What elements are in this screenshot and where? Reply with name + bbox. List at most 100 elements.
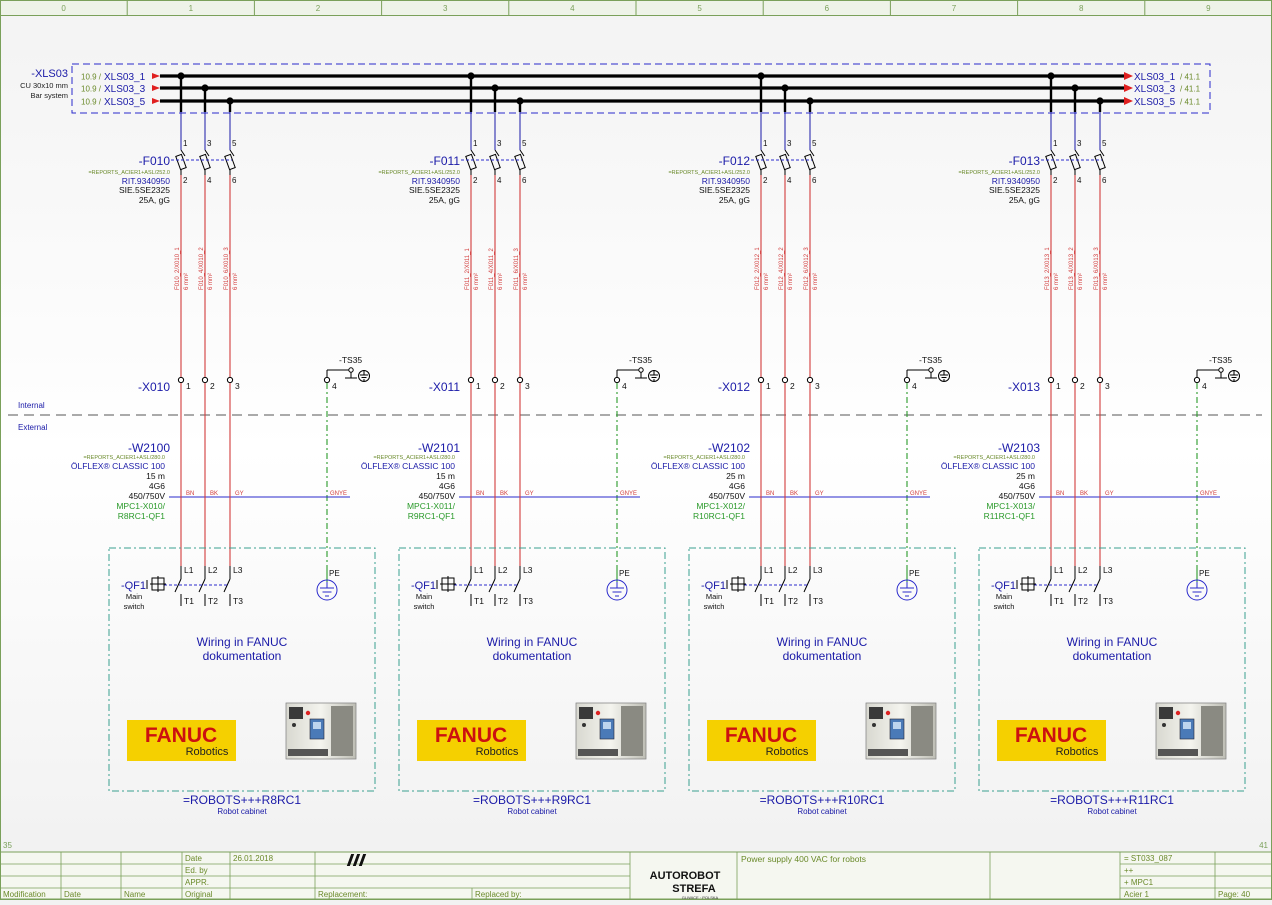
title-block-frame xyxy=(0,851,1272,900)
wire-label: F010_6/X010_3 xyxy=(224,247,230,290)
fuse-spec: RIT.9340950 xyxy=(122,176,170,186)
wiring-note: dokumentation xyxy=(783,649,862,663)
cable-spec: 4G6 xyxy=(439,481,455,491)
fanuc-logo-subtext: Robotics xyxy=(186,746,229,758)
company-logo-mark xyxy=(352,854,361,866)
cable-pe-core-label: GNYE xyxy=(620,491,637,497)
controller-screen xyxy=(1183,722,1191,729)
fanuc-logo-text: FANUC xyxy=(725,724,797,747)
terminal-icon xyxy=(201,376,209,384)
zone-internal-label: Internal xyxy=(18,401,45,410)
wire-label: F010_4/X010_2 xyxy=(199,247,205,290)
ruler-column-label: 5 xyxy=(697,4,702,13)
fuse-body xyxy=(489,153,501,171)
switch-terminal-in: L1 xyxy=(1054,565,1064,575)
fuse-name: -F012 xyxy=(719,154,751,168)
fuse-spec: RIT.9340950 xyxy=(702,176,750,186)
terminal-pin: 3 xyxy=(1105,381,1110,391)
fuse-contact xyxy=(784,149,790,157)
controller-side-panel xyxy=(621,706,643,756)
drawing-project: Acier 1 xyxy=(1124,890,1149,899)
fuse-contact xyxy=(519,149,525,157)
busbar-phase-left: XLS03_5 xyxy=(104,97,146,108)
fuse-pin-bottom: 2 xyxy=(183,176,188,185)
fuse-contact xyxy=(204,149,210,157)
terminal-name: -X011 xyxy=(429,380,460,394)
switch-terminal-in: L3 xyxy=(1103,565,1113,575)
cable-core-label: BN xyxy=(476,491,484,497)
ground-icon xyxy=(896,579,918,601)
wire-size-label: 6 mm² xyxy=(1103,273,1109,290)
terminal-pin: 3 xyxy=(235,381,240,391)
wire-size-label: 6 mm² xyxy=(764,273,770,290)
cable-core-label: BK xyxy=(790,491,798,497)
fuse-pin-bottom: 4 xyxy=(207,176,212,185)
fanuc-logo xyxy=(707,720,816,761)
fuse-pin-bottom: 6 xyxy=(522,176,527,185)
fuse-contact xyxy=(229,149,235,157)
cable-target: R10RC1-QF1 xyxy=(693,511,745,521)
title-date-label: Date xyxy=(185,854,202,863)
wiring-note: dokumentation xyxy=(203,649,282,663)
title-appr-label: APPR. xyxy=(185,878,209,887)
fuse-contact xyxy=(1050,149,1056,157)
cabinet-subtitle: Robot cabinet xyxy=(1087,807,1137,816)
drawing-page-number: Page: 40 xyxy=(1218,890,1251,899)
fuse-pin-bottom: 4 xyxy=(1077,176,1082,185)
controller-button xyxy=(1175,710,1181,716)
robot-cabinet-box xyxy=(978,547,1246,792)
fuse-pin-bottom: 6 xyxy=(1102,176,1107,185)
fanuc-logo-text: FANUC xyxy=(435,724,507,747)
fuse-spec: 25A, gG xyxy=(429,195,460,205)
switch-terminal-in: L3 xyxy=(813,565,823,575)
fuse-body xyxy=(199,153,211,171)
ruler-column-label: 6 xyxy=(825,4,830,13)
wire-label: F010_2/X010_1 xyxy=(175,247,181,290)
busbar-phase-left: XLS03_3 xyxy=(104,84,146,95)
wire-label: F012_2/X012_1 xyxy=(755,247,761,290)
fuse-body xyxy=(804,153,816,171)
switch-terminal-out: T2 xyxy=(498,596,508,606)
cable-spec: ÖLFLEX® CLASSIC 100 xyxy=(651,461,745,471)
busbar-phase-left: XLS03_1 xyxy=(104,72,146,83)
busbar-left-ref: 10.9 / xyxy=(81,85,102,94)
arrow-icon xyxy=(152,73,160,79)
cable-length: 25 m xyxy=(726,471,745,481)
robot-cabinet-box xyxy=(108,547,376,792)
wiring-note: dokumentation xyxy=(493,649,572,663)
power-channel: 123456-F013=REPORTS_ACIER1+ASL/252.0RIT.… xyxy=(941,72,1246,816)
terminal-icon xyxy=(781,376,789,384)
terminal-pin: 1 xyxy=(766,381,771,391)
cabinet-subtitle: Robot cabinet xyxy=(507,807,557,816)
fuse-name: -F011 xyxy=(430,154,461,168)
switch-description: switch xyxy=(414,602,435,611)
drawing-location: + MPC1 xyxy=(1124,878,1154,887)
controller-button xyxy=(582,723,586,727)
controller-button xyxy=(305,710,311,716)
switch-description: switch xyxy=(704,602,725,611)
switch-terminal-in: L1 xyxy=(184,565,194,575)
company-logo-text: AUTOROBOT xyxy=(650,870,721,882)
cable-pe-core-label: GNYE xyxy=(330,491,347,497)
switch-terminal-in: L2 xyxy=(788,565,798,575)
cabinet-subtitle: Robot cabinet xyxy=(797,807,847,816)
busbar-enclosure xyxy=(71,63,1211,114)
fuse-spec: RIT.9340950 xyxy=(992,176,1040,186)
cable-core-label: BK xyxy=(210,491,218,497)
busbar-phase-right: XLS03_3 xyxy=(1134,84,1176,95)
terminal-name: -X010 xyxy=(138,380,170,394)
power-channel: 123456-F010=REPORTS_ACIER1+ASL/252.0RIT.… xyxy=(71,72,376,816)
fanuc-logo-subtext: Robotics xyxy=(476,746,519,758)
drawing-plusplus: ++ xyxy=(1124,866,1134,875)
fuse-pin-bottom: 2 xyxy=(1053,176,1058,185)
cable-name: -W2102 xyxy=(708,441,750,455)
fuse-spec: SIE.5SE2325 xyxy=(699,185,750,195)
fuse-pin-top: 3 xyxy=(1077,139,1082,148)
controller-screen xyxy=(893,722,901,729)
ruler-column-label: 3 xyxy=(443,4,448,13)
controller-base xyxy=(1158,749,1198,756)
wire-size-label: 6 mm² xyxy=(813,273,819,290)
fuse-spec: SIE.5SE2325 xyxy=(119,185,170,195)
fuse-name: -F013 xyxy=(1009,154,1041,168)
